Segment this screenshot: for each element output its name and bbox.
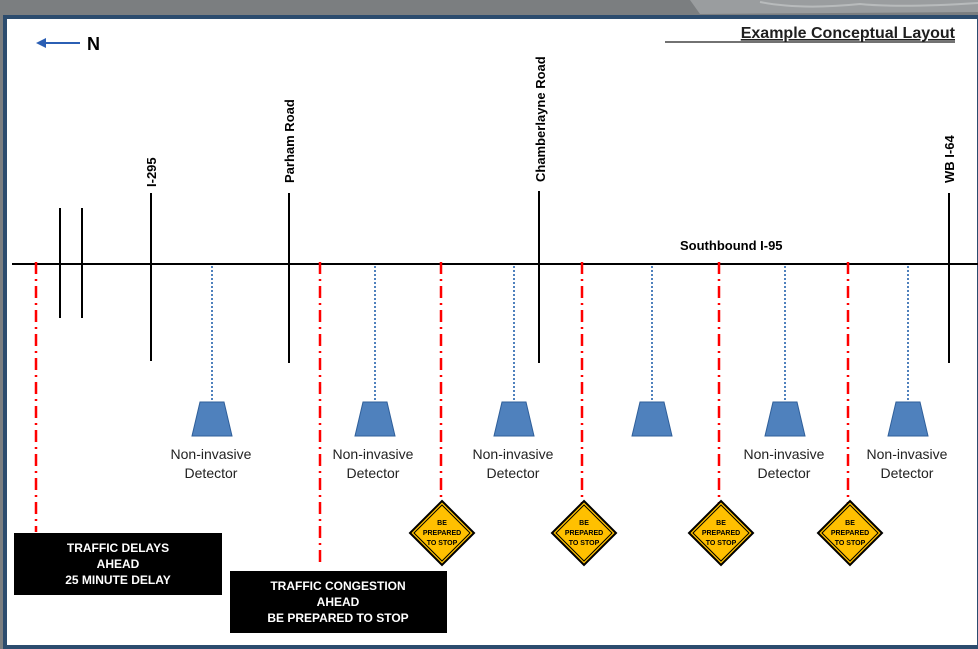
road-wb-i64: WB I-64: [942, 135, 957, 363]
message-sign-line: TRAFFIC DELAYS: [67, 541, 169, 555]
warning-sign-text: TO STOP: [835, 540, 866, 547]
detector-label: Detector: [185, 465, 238, 481]
warning-sign-text: PREPARED: [702, 530, 740, 537]
detector-label: Non-invasive: [473, 446, 554, 462]
detector-label: Non-invasive: [867, 446, 948, 462]
detector-label: Non-invasive: [333, 446, 414, 462]
warning-sign-text: PREPARED: [831, 530, 869, 537]
message-sign-line: BE PREPARED TO STOP: [267, 611, 408, 625]
message-sign-line: AHEAD: [317, 595, 360, 609]
message-sign-line: 25 MINUTE DELAY: [65, 573, 171, 587]
detector-icon: [764, 401, 806, 437]
message-sign-line: TRAFFIC CONGESTION: [270, 579, 405, 593]
warning-sign-text: TO STOP: [427, 540, 458, 547]
message-sign-1: TRAFFIC DELAYS AHEAD 25 MINUTE DELAY: [14, 533, 222, 595]
diagram-title: Example Conceptual Layout: [741, 25, 956, 42]
warning-sign-text: BE: [716, 520, 726, 527]
road-parham: Parham Road: [282, 99, 297, 363]
detector-icon: [354, 401, 396, 437]
road-label: I-295: [144, 157, 159, 187]
warning-sign-text: BE: [437, 520, 447, 527]
warning-sign-text: PREPARED: [565, 530, 603, 537]
warning-sign-text: PREPARED: [423, 530, 461, 537]
detector-icon: [631, 401, 673, 437]
warning-sign: BE PREPARED TO STOP: [408, 499, 476, 567]
north-label: N: [87, 34, 100, 54]
message-sign-line: AHEAD: [97, 557, 140, 571]
road-label: Chamberlayne Road: [533, 56, 548, 182]
road-label: Parham Road: [282, 99, 297, 183]
road-i295: I-295: [144, 157, 159, 361]
road-chamberlayne: Chamberlayne Road: [533, 56, 548, 363]
detector-label: Non-invasive: [744, 446, 825, 462]
detector-label: Detector: [881, 465, 934, 481]
detector-label: Non-invasive: [171, 446, 252, 462]
warning-sign-text: TO STOP: [569, 540, 600, 547]
detector-icon: [493, 401, 535, 437]
message-sign-2: TRAFFIC CONGESTION AHEAD BE PREPARED TO …: [230, 571, 447, 633]
detector-label: Detector: [758, 465, 811, 481]
warning-sign: BE PREPARED TO STOP: [687, 499, 755, 567]
warning-sign-text: TO STOP: [706, 540, 737, 547]
highway-label: Southbound I-95: [680, 238, 783, 253]
detector-icon: [191, 401, 233, 437]
warning-sign-text: BE: [579, 520, 589, 527]
detector-label: Detector: [487, 465, 540, 481]
warning-sign: BE PREPARED TO STOP: [550, 499, 618, 567]
detector-label: Detector: [347, 465, 400, 481]
north-arrow-icon: [36, 38, 80, 48]
detector-icon: [887, 401, 929, 437]
road-label: WB I-64: [942, 135, 957, 183]
warning-sign-text: BE: [845, 520, 855, 527]
warning-sign: BE PREPARED TO STOP: [816, 499, 884, 567]
